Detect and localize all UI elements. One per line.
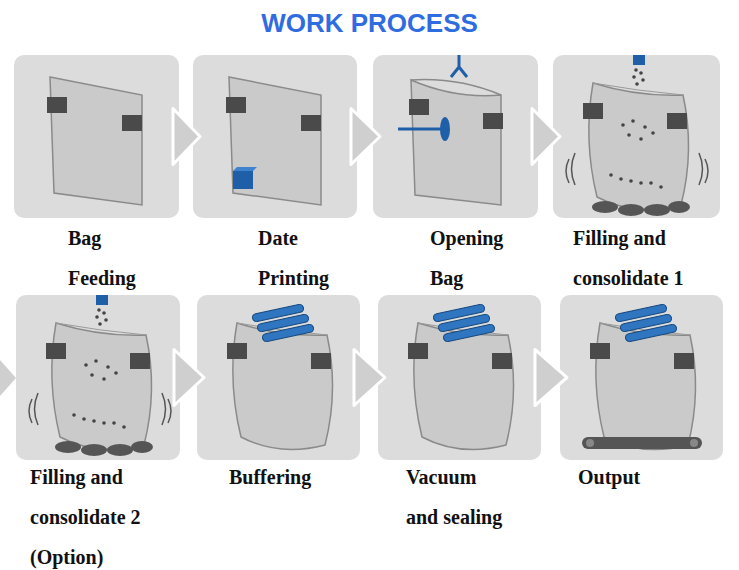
chevron-shape: [535, 350, 567, 406]
flow-chevron: [532, 109, 560, 165]
process-panel: Filling and consolidate 1: [553, 55, 720, 218]
flow-chevron: [354, 350, 385, 406]
process-panel: Vacuum and sealing: [378, 295, 541, 460]
process-panel: Bag Feeding: [14, 55, 179, 218]
chevron-shape: [354, 350, 385, 406]
chevron-shape: [532, 109, 560, 165]
flow-chevron: [351, 109, 380, 165]
step-caption: Opening Bag: [430, 218, 525, 298]
chevron-shape: [173, 109, 200, 165]
step-caption: Vacuum and sealing: [406, 457, 506, 537]
title: WORK PROCESS: [0, 6, 739, 40]
flow-chevron: [535, 350, 567, 406]
process-panel: Filling and consolidate 2 (Option): [16, 295, 180, 460]
step-caption: Date Printing: [258, 218, 358, 298]
step-caption: Filling and consolidate 2 (Option): [30, 457, 190, 570]
step-caption: Output: [578, 457, 698, 497]
process-panel: Buffering: [197, 295, 360, 460]
step-caption: Bag Feeding: [68, 218, 158, 298]
step-caption: Buffering: [229, 457, 349, 497]
chevron-shape: [351, 109, 380, 165]
chevron-shape: [174, 350, 204, 406]
process-panel: Date Printing: [193, 55, 357, 218]
flow-chevron: [173, 109, 200, 165]
step-caption: Filling and consolidate 1: [573, 218, 723, 298]
flow-chevron: [174, 350, 204, 406]
process-panel: Output: [560, 295, 723, 460]
process-panel: Opening Bag: [373, 55, 538, 218]
